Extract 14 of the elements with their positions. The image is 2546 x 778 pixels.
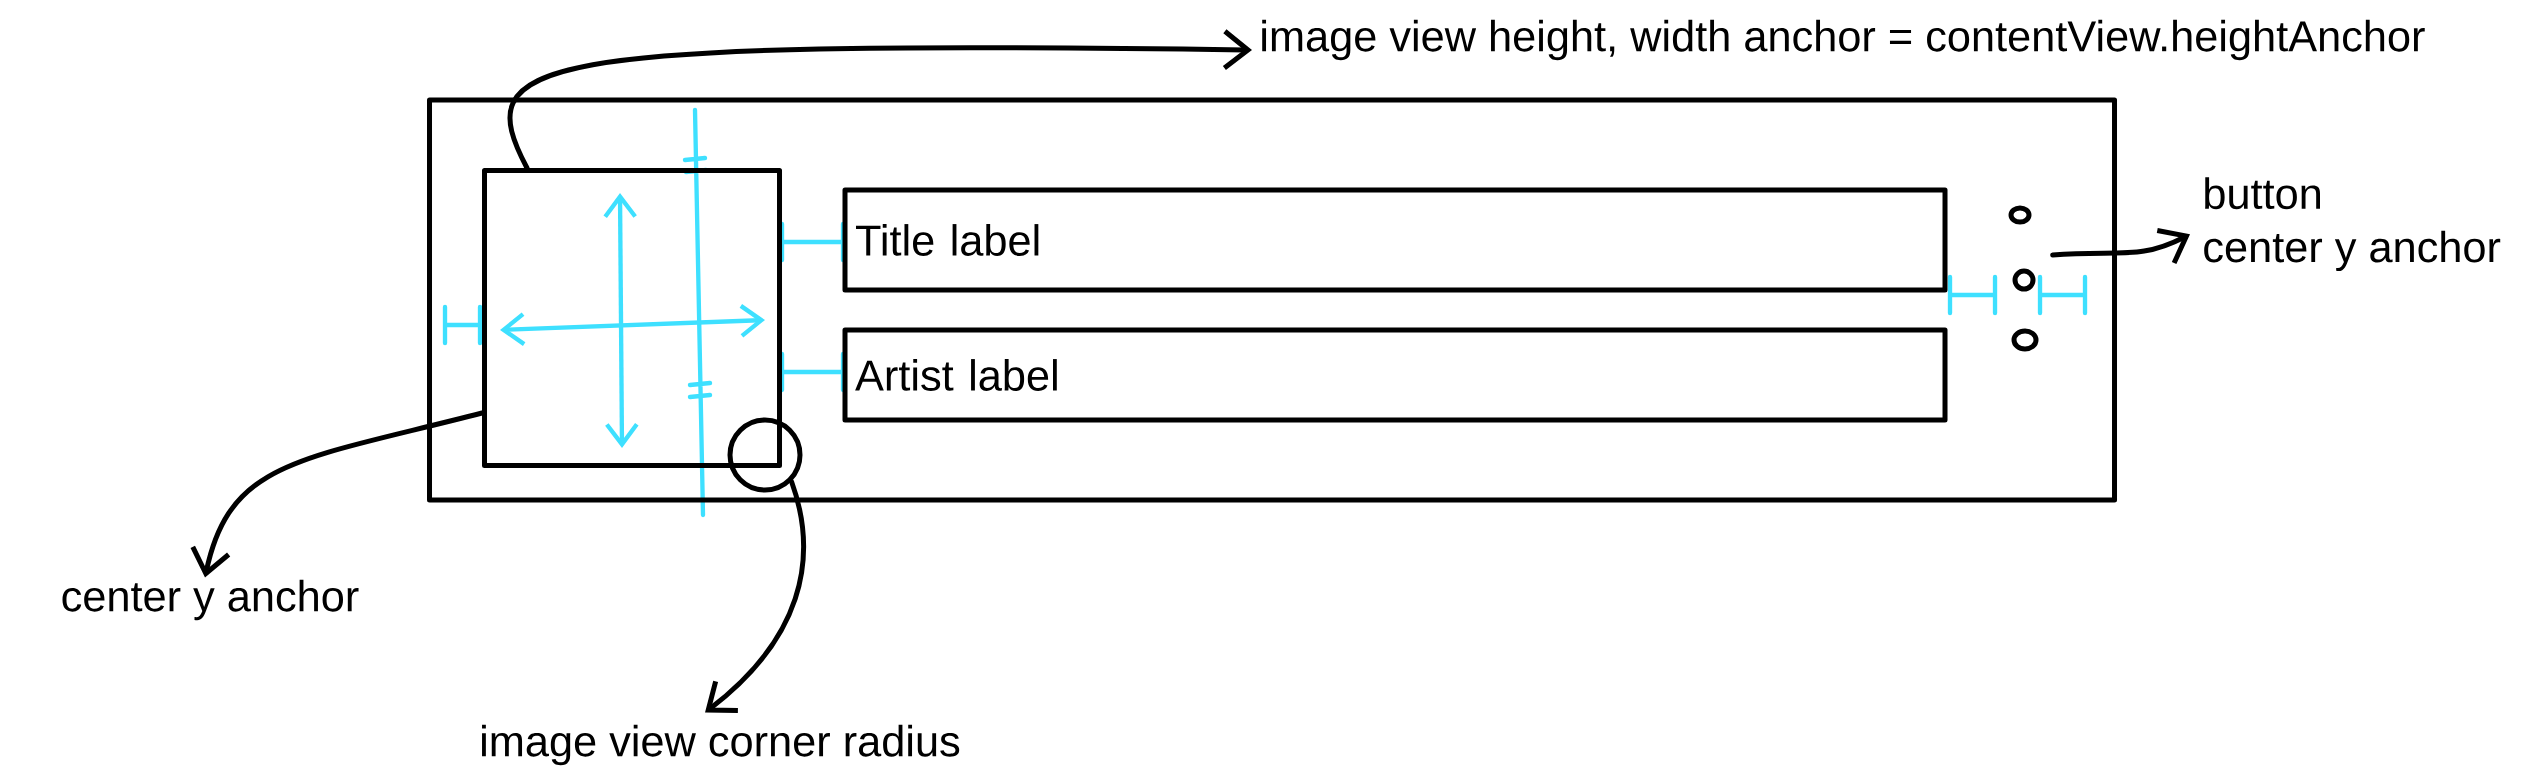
label-box: Artist label — [842, 327, 1948, 423]
arrow — [705, 479, 806, 713]
annotation-text: button center y anchor — [2204, 177, 2501, 272]
label-box: Title label — [842, 187, 1948, 293]
ellipsis-drawing — [2008, 205, 2039, 352]
arrow — [507, 29, 1252, 171]
image-view-box — [482, 168, 782, 468]
arrow — [190, 410, 485, 578]
annotation-text: center y anchor — [62, 579, 359, 621]
annotation-text: image view height, width anchor = contentView.heightAnchor — [1262, 19, 2425, 61]
annotation-text: image view corner radius — [482, 724, 960, 766]
corner-circle — [727, 417, 803, 493]
arrow — [2050, 228, 2190, 265]
cell-box — [427, 97, 2117, 503]
